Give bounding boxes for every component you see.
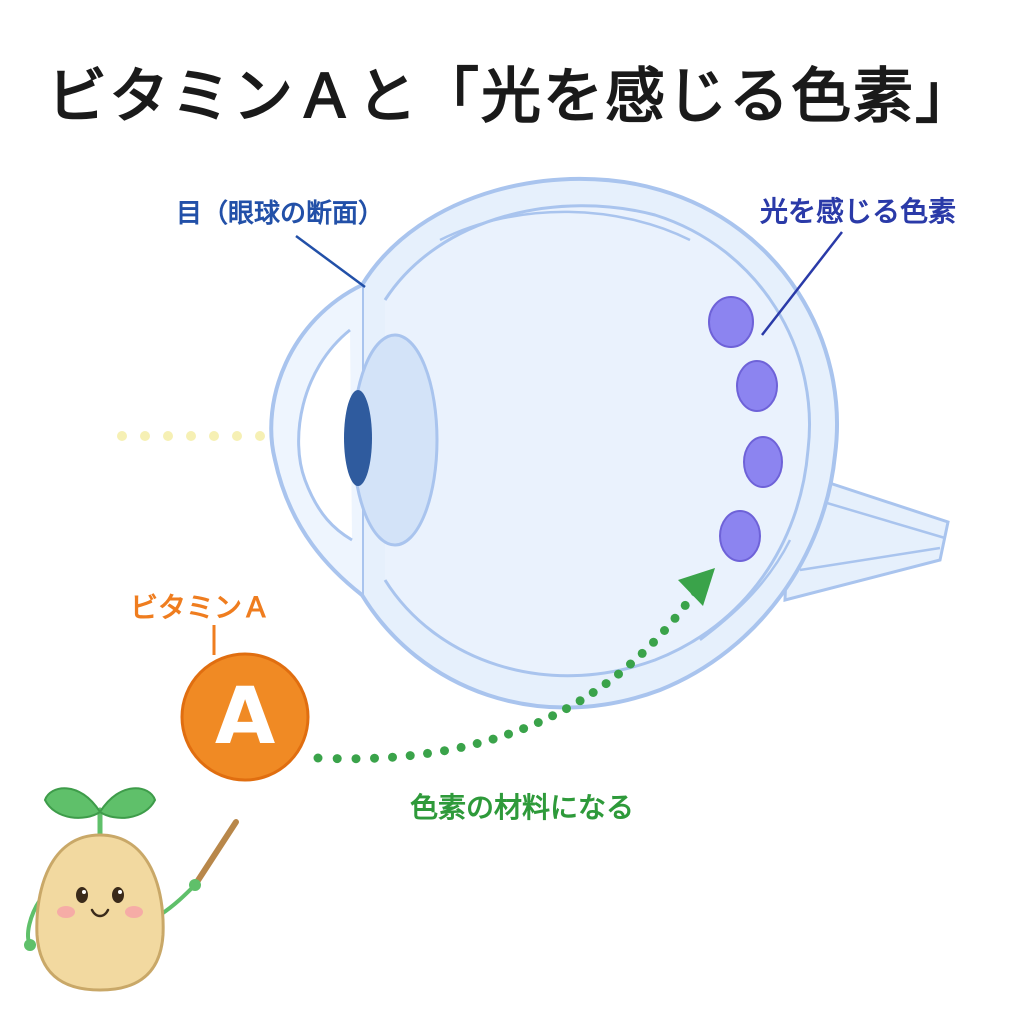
green-path-dot — [440, 746, 449, 756]
green-path-dot — [519, 724, 529, 734]
green-path-dot — [423, 748, 432, 758]
pigment-cells — [708, 296, 783, 562]
pupil — [344, 390, 372, 486]
eye-label: 目（眼球の断面） — [176, 199, 385, 229]
pigment-cell — [736, 360, 778, 412]
green-path-dot — [601, 679, 611, 689]
green-path-dot — [405, 751, 415, 761]
green-path-dot — [588, 688, 598, 697]
green-path-dot — [472, 739, 482, 748]
green-path-dot — [626, 659, 635, 669]
vitamin-a-badge: A — [214, 672, 276, 762]
pigment-leader-line — [761, 231, 843, 336]
light-ray-dot — [140, 431, 150, 441]
green-path-dot — [504, 729, 513, 739]
green-path-dot — [351, 754, 361, 764]
green-path-dot — [548, 711, 558, 721]
green-path-dot — [649, 637, 658, 647]
green-path-dot — [637, 648, 647, 658]
vitamin-a-circle — [180, 652, 310, 782]
green-path-dot — [680, 600, 690, 610]
green-path-dot — [533, 718, 543, 727]
light-ray-dot — [117, 431, 127, 441]
green-path-dot — [562, 704, 571, 714]
eye-leader-line — [295, 234, 366, 289]
green-path-dot — [670, 613, 680, 623]
green-path-dot — [614, 669, 623, 679]
sprout-mascot-icon — [24, 787, 239, 992]
green-path-dot — [313, 753, 323, 763]
light-ray-dot — [209, 431, 219, 441]
light-ray-dot — [163, 431, 173, 441]
green-dotted-path — [313, 587, 700, 764]
green-path-dot — [575, 696, 585, 706]
light-ray-dot — [186, 431, 196, 441]
green-path-dot — [370, 753, 379, 763]
pigment-cell — [708, 296, 754, 348]
arrow-icon — [678, 568, 715, 606]
page-title: ビタミンＡと「光を感じる色素」 — [47, 62, 977, 132]
cornea — [269, 283, 364, 597]
pigment-label: 光を感じる色素 — [760, 195, 957, 228]
pigment-cell — [719, 510, 761, 562]
pigment-cell — [743, 436, 783, 488]
light-ray-dot — [232, 431, 242, 441]
light-ray-dot — [255, 431, 265, 441]
pointer-stick-icon — [192, 819, 239, 888]
green-path-dot — [456, 742, 466, 752]
vitamin-a-label: ビタミンＡ — [130, 591, 271, 624]
green-path-dot — [332, 754, 342, 764]
green-path-dot — [388, 752, 397, 762]
material-label: 色素の材料になる — [410, 791, 635, 824]
green-path-dot — [660, 626, 669, 635]
green-path-dot — [488, 734, 498, 744]
